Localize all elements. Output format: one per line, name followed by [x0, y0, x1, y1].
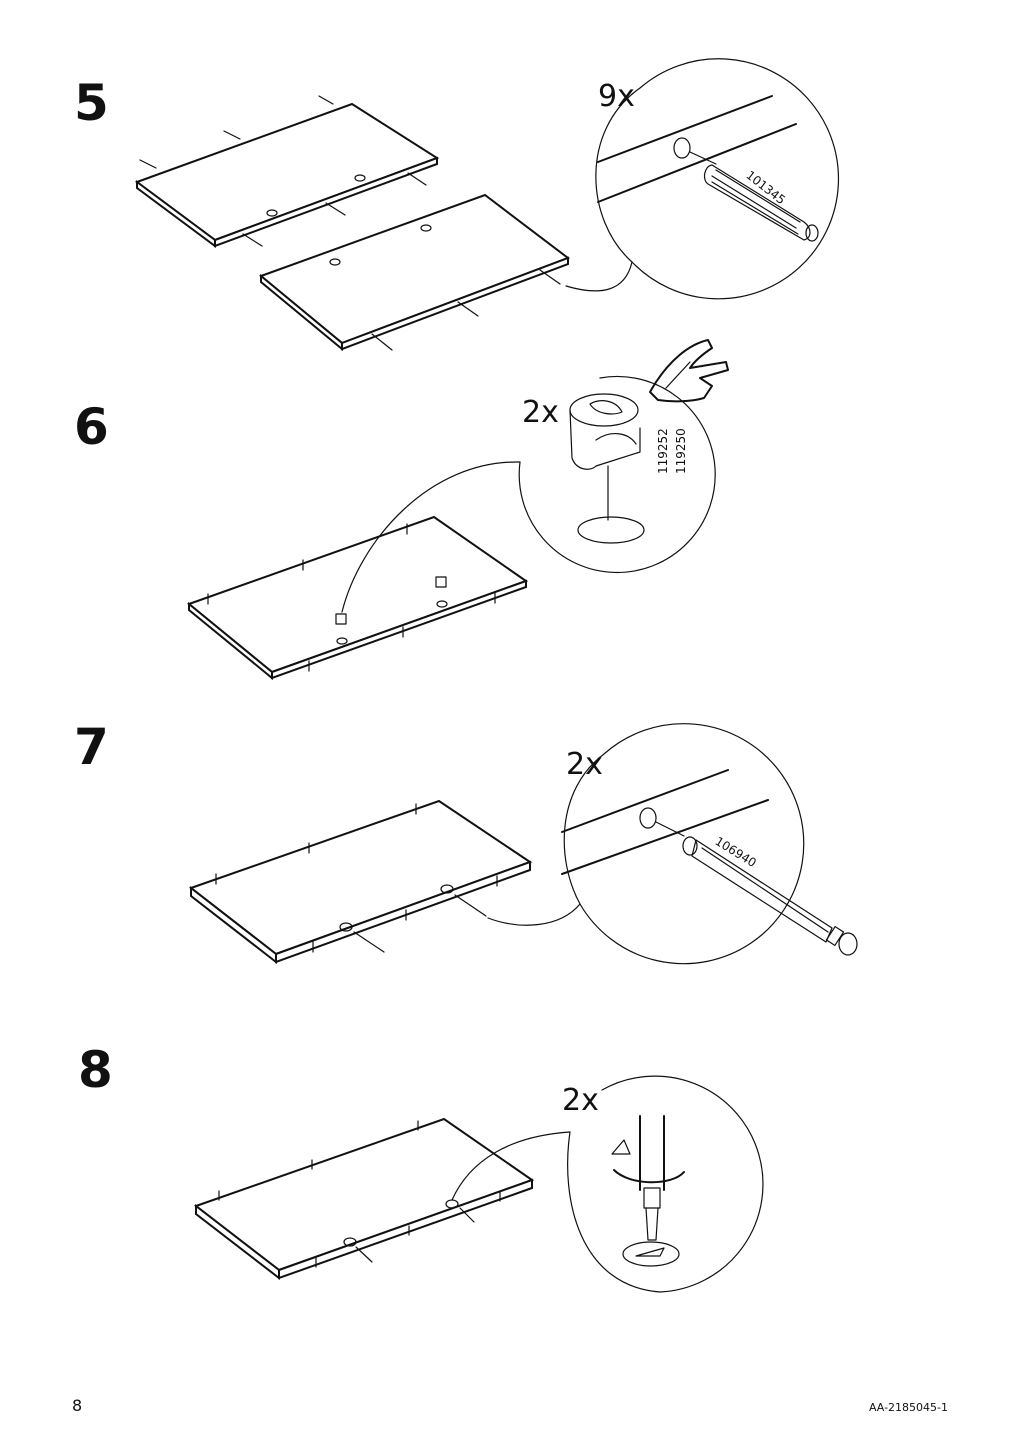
page-number: 8 [72, 1396, 83, 1415]
step-7-quantity: 2x [566, 747, 603, 782]
cam-lock-nut-icon [569, 393, 645, 544]
wooden-dowel-icon [703, 164, 819, 242]
step-5-detail-callout [595, 58, 840, 300]
step-8-quantity: 2x [562, 1083, 599, 1118]
step-6-panel [186, 461, 529, 681]
step-8-panel [193, 1117, 571, 1281]
step-7-number: 7 [74, 718, 109, 776]
step-6-part-number-1: 119252 [656, 428, 670, 474]
step-6-number: 6 [74, 398, 109, 456]
step-7-panel [188, 799, 581, 965]
step-5-number: 5 [74, 74, 109, 132]
document-id: AA-2185045-1 [868, 1401, 948, 1414]
screwdriver-icon [611, 1115, 685, 1241]
step-5-quantity: 9x [598, 79, 635, 114]
pointing-hand-icon [649, 339, 729, 403]
connector-bolt-icon [682, 836, 858, 956]
step-6-quantity: 2x [522, 395, 559, 430]
step-5-panel-bottom [259, 193, 633, 352]
cam-lock-top-icon [622, 1241, 680, 1267]
step-7-detail-callout [561, 723, 858, 965]
step-8-number: 8 [78, 1041, 113, 1099]
step-6-detail-callout [518, 339, 729, 574]
step-5-panel-top [134, 95, 440, 248]
step-8-detail-callout [567, 1075, 764, 1293]
step-6-part-number-2: 119250 [674, 428, 688, 474]
